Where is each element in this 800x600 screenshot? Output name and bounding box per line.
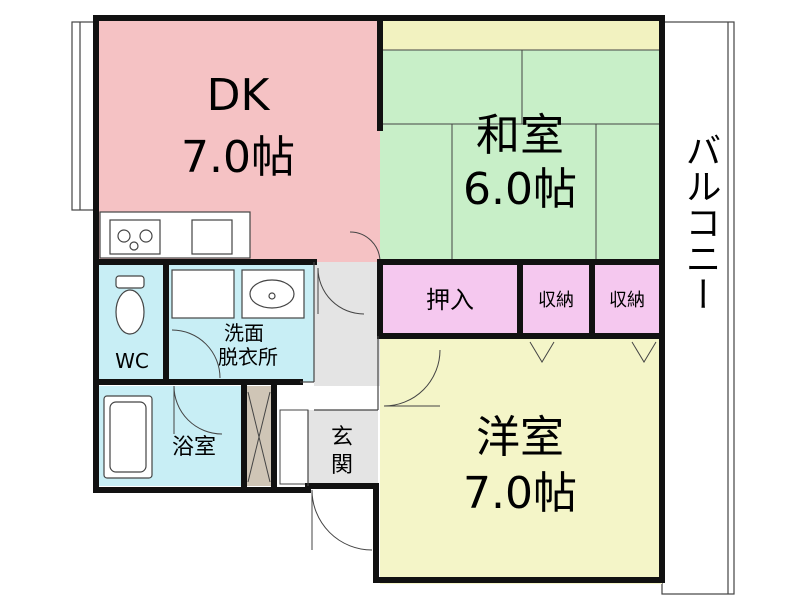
dk-size: 7.0帖 — [181, 132, 295, 183]
shuno-2-name: 収納 — [609, 290, 645, 311]
closet-door-markers — [529, 341, 657, 363]
bathtub-fixture — [103, 395, 153, 479]
genkan-line1: 玄 — [331, 425, 353, 450]
shuno-1-name: 収納 — [538, 290, 574, 311]
shuno-2-room — [594, 264, 662, 334]
senmen-line2: 脱衣所 — [218, 345, 278, 369]
hallway — [314, 262, 380, 386]
shuno-1-room — [522, 264, 590, 334]
tatami-strip — [380, 18, 662, 50]
genkan-room — [308, 410, 378, 486]
oshiire-room — [380, 264, 520, 334]
kitchen-counter — [99, 211, 251, 259]
oshiire-name: 押入 — [426, 286, 474, 314]
balcony-label: バルコニー — [680, 132, 721, 312]
door-swings — [171, 231, 441, 551]
yoshitsu-name: 洋室 — [476, 412, 564, 463]
yoshitsu-size: 7.0帖 — [463, 468, 577, 519]
washroom-fixtures — [171, 269, 305, 319]
closet-cross — [247, 391, 271, 483]
washitsu-name: 和室 — [476, 110, 564, 161]
shoe-box — [279, 409, 309, 485]
senmen-line1: 洗面 — [224, 321, 264, 345]
washitsu-size: 6.0帖 — [463, 164, 577, 215]
yokushitsu-name: 浴室 — [172, 435, 216, 460]
walls — [93, 15, 665, 583]
yoshitsu-room — [380, 338, 662, 584]
tatami-grid — [380, 49, 662, 264]
dk-name: DK — [207, 70, 271, 121]
toilet-fixture — [115, 275, 145, 335]
thin-walls — [300, 262, 379, 486]
genkan-line2: 関 — [331, 453, 353, 478]
wc-name: WC — [115, 349, 149, 373]
balcony-left — [71, 21, 97, 211]
washitsu-room — [380, 50, 662, 264]
